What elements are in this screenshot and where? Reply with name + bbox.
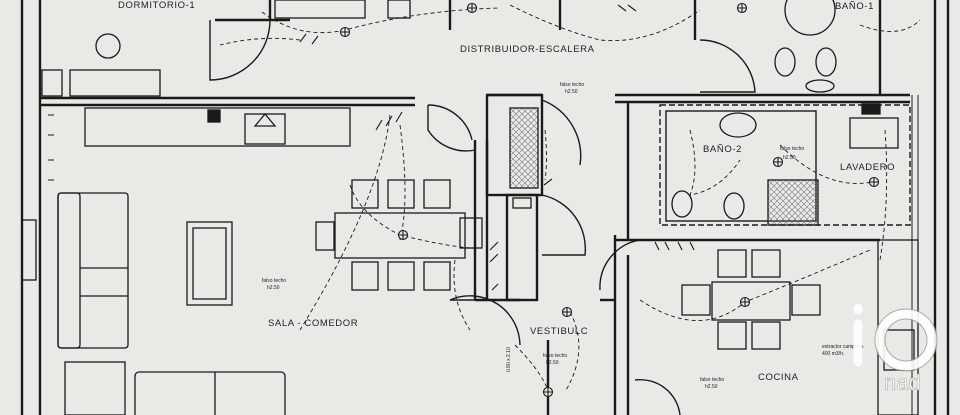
note-height: h2.50 bbox=[705, 384, 718, 390]
furniture bbox=[21, 0, 919, 415]
note-extractor-rate: 400 m3/h. bbox=[822, 351, 844, 357]
note-falso-techo: falso techo bbox=[780, 146, 804, 152]
room-label-distribuidor: DISTRIBUIDOR-ESCALERA bbox=[460, 44, 595, 55]
room-label-bano2: BAÑO-2 bbox=[703, 144, 742, 155]
note-extractor: extractor campana bbox=[822, 344, 864, 350]
ceiling-notes: falso techo h2.50 falso techo h2.50 fals… bbox=[262, 82, 864, 390]
note-falso-techo: falso techo bbox=[700, 377, 724, 383]
room-labels: DORMITORIO-1 BAÑO-1 DISTRIBUIDOR-ESCALER… bbox=[118, 0, 895, 383]
light-points bbox=[339, 2, 880, 398]
room-label-sala: SALA - COMEDOR bbox=[268, 318, 358, 329]
note-height: h2.50 bbox=[267, 285, 280, 291]
note-height: h2.50 bbox=[783, 155, 796, 161]
note-falso-techo: falso techo bbox=[543, 353, 567, 359]
watermark-text: nad bbox=[884, 370, 921, 395]
room-label-vestibulo: VESTIBULC bbox=[530, 326, 588, 337]
room-label-dormitorio: DORMITORIO-1 bbox=[118, 0, 195, 11]
doors bbox=[209, 19, 756, 415]
note-height: h2.50 bbox=[565, 89, 578, 95]
note-falso-techo: falso techo bbox=[560, 82, 584, 88]
walls bbox=[20, 0, 950, 415]
note-door-dimension: 0.80 x 2.10 bbox=[506, 347, 512, 372]
note-falso-techo: falso techo bbox=[262, 278, 286, 284]
room-label-bano1: BAÑO-1 bbox=[835, 1, 874, 12]
watermark-logo: nad bbox=[853, 303, 938, 395]
note-height: h2.50 bbox=[546, 360, 559, 366]
room-label-lavadero: LAVADERO bbox=[840, 162, 895, 173]
room-label-cocina: COCINA bbox=[758, 372, 799, 383]
switches bbox=[48, 4, 695, 291]
